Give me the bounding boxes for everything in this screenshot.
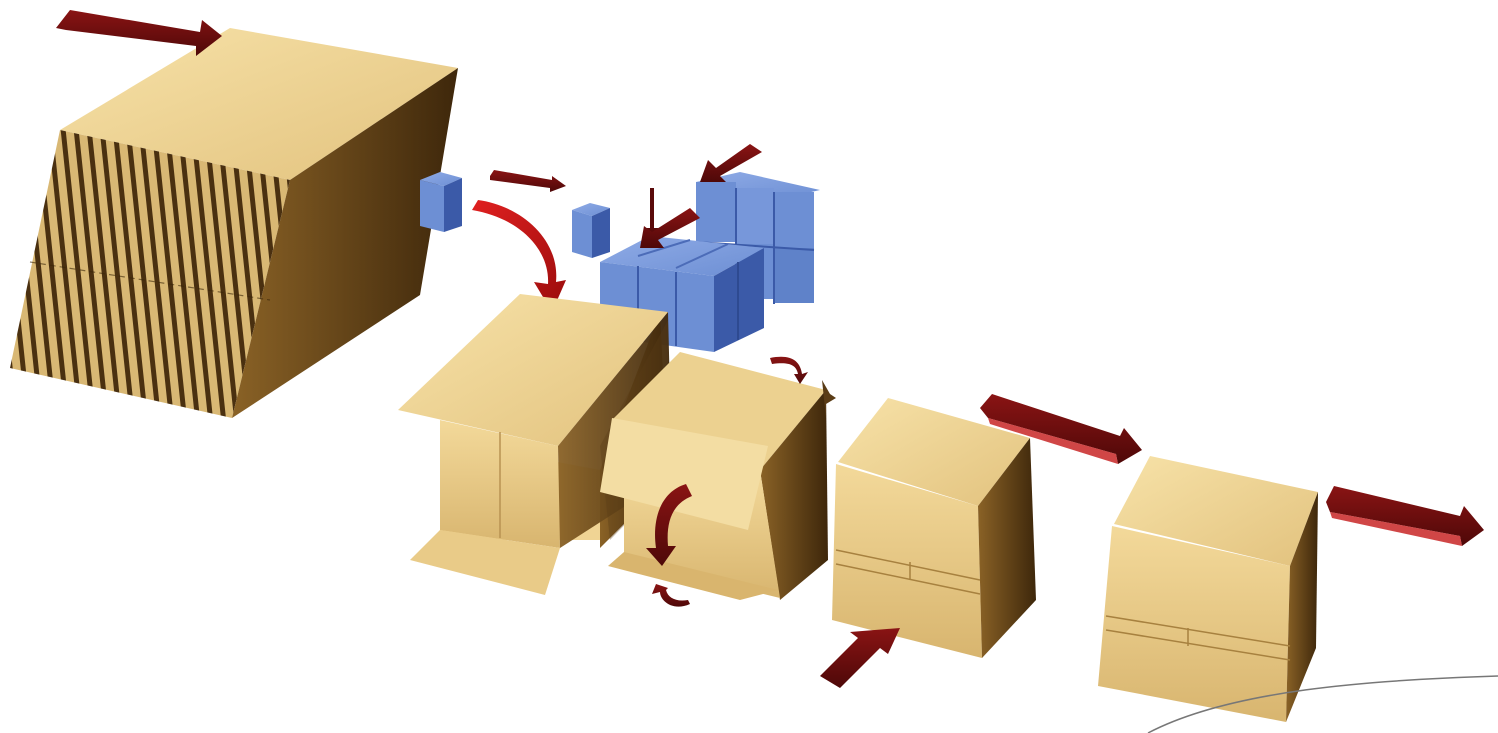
finished-case — [1098, 456, 1318, 722]
product-single-mid — [572, 203, 610, 258]
exit-arrow-icon — [1326, 486, 1484, 546]
product-single-left — [420, 172, 462, 232]
flat-blank-stack — [10, 28, 458, 418]
feed-arrow-icon — [56, 10, 222, 56]
small-transfer-arrow-icon — [490, 170, 566, 192]
open-box-top-flap — [398, 294, 668, 446]
flap-down-arrow-icon — [646, 484, 692, 566]
product-grid — [600, 172, 820, 352]
open-box-bottom-flap — [410, 530, 560, 595]
lower-flap — [608, 552, 778, 600]
top-cluster-arrow-icon — [700, 144, 762, 182]
product-down-arrow-icon — [644, 188, 660, 240]
flap-rotate-arrow-icon — [770, 356, 808, 384]
stack-fold-line — [29, 261, 271, 301]
conveyor-curve-line — [1147, 675, 1498, 733]
product-push-arrow-icon — [640, 208, 700, 248]
sealed-box-out-arrow-icon — [980, 394, 1142, 464]
stack-side-face — [232, 68, 458, 418]
flap-folding-box — [600, 352, 836, 600]
curved-insert-arrow-icon — [472, 200, 566, 312]
flap-up-arrow-icon — [652, 584, 690, 607]
sealed-box — [832, 398, 1036, 658]
stack-striped-face — [10, 130, 290, 418]
folding-flap — [600, 418, 768, 530]
sealed-box-up-arrow-icon — [820, 628, 900, 688]
stack-top-face — [60, 28, 458, 180]
